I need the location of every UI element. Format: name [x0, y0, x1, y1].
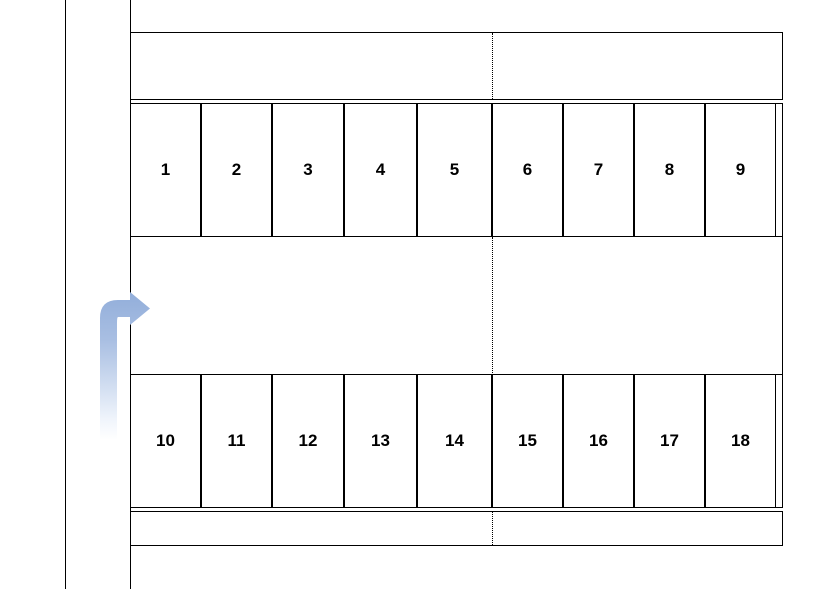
cell-15[interactable]: 15 [492, 375, 563, 507]
top-aisle-top-border [130, 32, 783, 33]
lower-row-bottom-border [130, 507, 783, 508]
bottom-aisle-right-border [781, 511, 783, 546]
cell-16[interactable]: 16 [563, 375, 634, 507]
cell-18[interactable]: 18 [705, 375, 776, 507]
cell-8[interactable]: 8 [634, 104, 705, 236]
cell-11[interactable]: 11 [201, 375, 272, 507]
upper-row-bottom-border [130, 236, 783, 237]
top-aisle-right-border [781, 32, 783, 100]
bottom-aisle-top-border [130, 511, 783, 512]
middle-aisle-center-divider [492, 237, 493, 373]
upper-row-right-border [781, 103, 783, 236]
left-outer-boundary-line [65, 0, 66, 589]
cell-17[interactable]: 17 [634, 375, 705, 507]
cell-7[interactable]: 7 [563, 104, 634, 236]
cell-12[interactable]: 12 [272, 375, 344, 507]
cell-9[interactable]: 9 [705, 104, 776, 236]
cell-1[interactable]: 1 [130, 104, 201, 236]
cell-14[interactable]: 14 [417, 375, 492, 507]
lower-row-right-border [781, 374, 783, 508]
lower-row-top-border [130, 374, 783, 375]
upper-row-top-border [130, 103, 783, 104]
cell-2[interactable]: 2 [201, 104, 272, 236]
cell-4[interactable]: 4 [344, 104, 417, 236]
bottom-aisle-bottom-border [130, 545, 783, 546]
bottom-aisle-center-divider [492, 512, 493, 545]
cell-10[interactable]: 10 [130, 375, 201, 507]
top-aisle-center-divider [492, 33, 493, 99]
cell-6[interactable]: 6 [492, 104, 563, 236]
top-aisle-bottom-border [130, 99, 783, 100]
middle-aisle-right-border [781, 236, 783, 375]
cell-5[interactable]: 5 [417, 104, 492, 236]
cell-13[interactable]: 13 [344, 375, 417, 507]
cell-3[interactable]: 3 [272, 104, 344, 236]
